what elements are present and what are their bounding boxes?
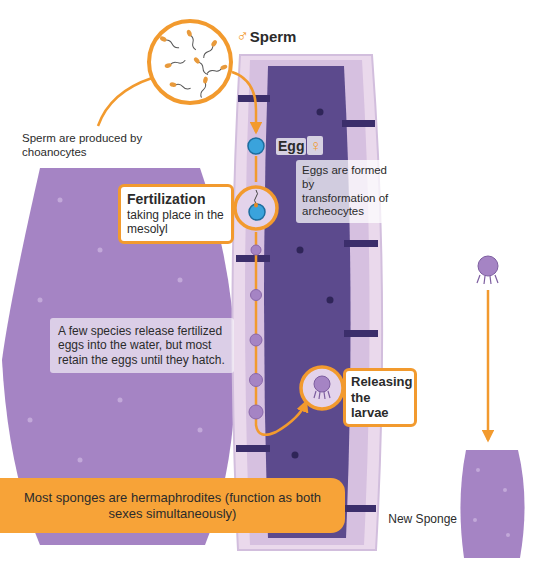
fertilization-ring (235, 187, 277, 229)
larva (477, 256, 498, 284)
sponge-wall (232, 55, 382, 550)
larva-ring (301, 367, 343, 409)
callout-box: Fertilizationtaking place in the mesolyl (118, 184, 234, 244)
sperm-callout (149, 21, 231, 103)
box-text: Eggs are formed by transformation of arc… (302, 164, 390, 219)
new-sponge (460, 450, 524, 558)
sperm-cell (254, 203, 258, 208)
growth-arrow (487, 290, 490, 440)
sperm-cell (255, 190, 258, 204)
sperm-cells (159, 29, 228, 98)
box-text: Most sponges are hermaphrodites (functio… (14, 490, 331, 521)
part-label: New Sponge (388, 512, 457, 526)
box-text: Releasing the larvae (351, 374, 409, 421)
sperm-path (255, 156, 258, 182)
box-text: A few species release fertilized eggs in… (58, 324, 226, 367)
leader-line (98, 78, 152, 126)
box-text: taking place in the mesolyl (127, 208, 225, 237)
sex-symbol: ♂ (236, 26, 249, 46)
egg-cell (248, 138, 264, 154)
sex-symbol: ♀ (307, 136, 323, 155)
part-label: Sperm (250, 28, 297, 46)
sponge-texture (473, 468, 510, 537)
part-label: Egg (276, 138, 306, 155)
callout-box: Releasing the larvae (343, 368, 417, 427)
note-box: A few species release fertilized eggs in… (50, 318, 234, 373)
sperm-path (232, 72, 256, 132)
mesohyl (245, 60, 370, 545)
note-label: Sperm are produced by choanocytes (22, 132, 154, 160)
note-box: Eggs are formed by transformation of arc… (296, 160, 396, 223)
larva (314, 376, 330, 399)
spongocoel (264, 66, 351, 538)
embryo (249, 245, 263, 419)
summary-band: Most sponges are hermaphrodites (functio… (0, 478, 345, 533)
box-heading: Fertilization (127, 191, 225, 208)
development-path (256, 232, 306, 435)
